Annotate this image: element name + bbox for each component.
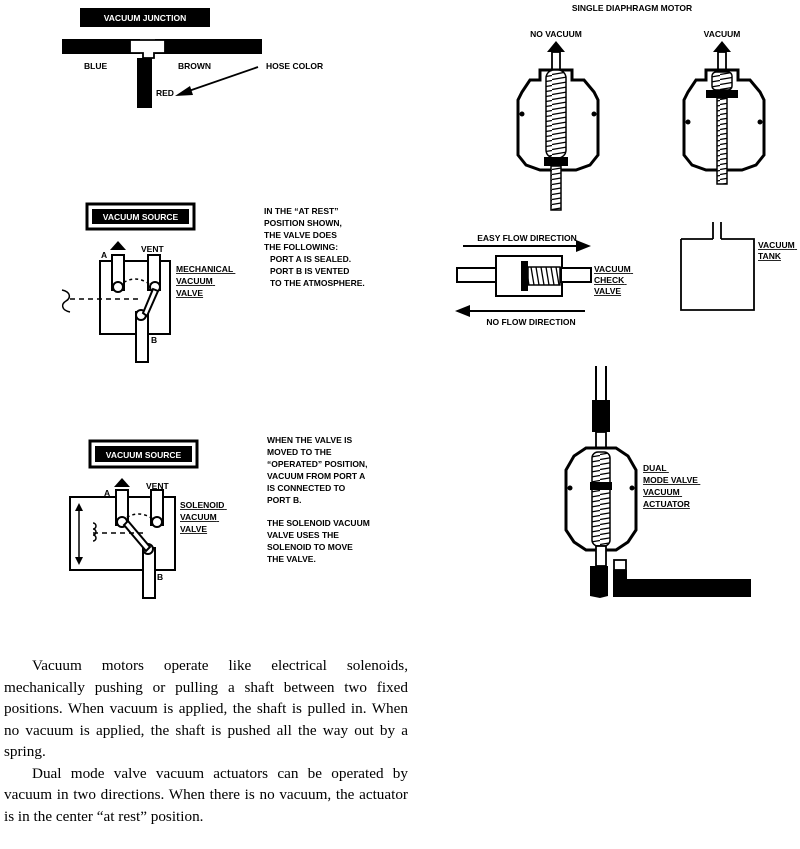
easy-flow-label: EASY FLOW DIRECTION [477, 233, 577, 243]
mechanical-vacuum-valve: VACUUM SOURCE A VENT B MECHANICAL VACUUM… [61, 202, 365, 363]
check-valve-spring [527, 266, 561, 286]
hose-color-arrowhead [175, 86, 193, 96]
vacuum-source-label: VACUUM SOURCE [106, 450, 182, 460]
return-spring [545, 69, 567, 159]
solenoid-coil-icon [92, 522, 97, 542]
body-paragraph: Dual mode valve vacuum actuators can be … [4, 764, 408, 825]
blue-hose-label: BLUE [84, 61, 107, 71]
actuator-springs [591, 451, 611, 547]
solenoid-vacuum-valve: VACUUM SOURCE A VENT B SOLENOID VACUUM V… [69, 435, 372, 599]
solenoid-valve-note: WHEN THE VALVE IS MOVED TO THE “OPERATED… [267, 435, 372, 564]
vacuum-junction-title-box [80, 8, 210, 27]
no-vacuum-arrow-icon [547, 41, 565, 52]
check-valve-name: VACUUM CHECK VALVE [594, 264, 633, 296]
hose-color-pointer [179, 66, 259, 95]
lower-right-hose [613, 570, 751, 597]
port-a-label: A [104, 488, 110, 498]
linkage-break-symbol [61, 289, 71, 313]
port-b-label: B [157, 572, 163, 582]
brown-hose [155, 39, 262, 54]
solenoid-valve-name: SOLENOID VACUUM VALVE [180, 500, 227, 534]
vacuum-junction: VACUUM JUNCTION BLUE BROWN RED HOSE COLO… [62, 8, 323, 108]
vacuum-tank-name: VACUUM TANK [758, 240, 797, 261]
tank-body [680, 238, 755, 311]
diaphragm-motor-title: SINGLE DIAPHRAGM MOTOR [572, 3, 692, 13]
blue-hose [62, 39, 140, 54]
vacuum-junction-title: VACUUM JUNCTION [104, 13, 186, 23]
check-valve-disc [521, 261, 528, 291]
mechanical-valve-note: IN THE “AT REST” POSITION SHOWN, THE VAL… [264, 206, 365, 288]
vacuum-check-valve: EASY FLOW DIRECTION NO FLOW DIRECTION VA… [455, 233, 633, 327]
hose-color-label: HOSE COLOR [266, 61, 323, 71]
motor-shaft [716, 97, 728, 185]
body-text: Vacuum motors operate like electrical so… [4, 655, 408, 827]
lower-left-hose [590, 566, 608, 598]
no-flow-label: NO FLOW DIRECTION [486, 317, 575, 327]
motor-vacuum [682, 41, 766, 185]
vacuum-tank: VACUUM TANK [680, 222, 797, 311]
port-b-tube [142, 547, 156, 599]
valve-lever [141, 287, 160, 318]
motor-shaft [550, 165, 562, 211]
vacuum-label: VACUUM [704, 29, 741, 39]
diaphragm-plate [706, 90, 738, 98]
port-b-label: B [151, 335, 157, 345]
single-diaphragm-motor: SINGLE DIAPHRAGM MOTOR NO VACUUM VACUUM [516, 3, 766, 211]
dual-mode-actuator: DUAL MODE VALVE VACUUM ACTUATOR [564, 366, 751, 598]
no-vacuum-label: NO VACUUM [530, 29, 582, 39]
inlet-tube [456, 267, 498, 283]
body-paragraph: Vacuum motors operate like electrical so… [4, 657, 408, 760]
vent-label: VENT [141, 244, 164, 254]
red-hose [137, 58, 152, 108]
red-hose-label: RED [156, 88, 174, 98]
actuator-diaphragm [590, 482, 612, 490]
vacuum-arrow-icon [110, 241, 126, 250]
vacuum-arrow-icon [114, 478, 130, 487]
mechanical-valve-name: MECHANICAL VACUUM VALVE [176, 264, 235, 298]
vacuum-arrow-icon [713, 41, 731, 52]
upper-hose-connector [592, 400, 610, 432]
vent-label: VENT [146, 481, 169, 491]
diaphragm-plate [544, 157, 568, 166]
port-a-label: A [101, 250, 107, 260]
junction-fitting [129, 39, 166, 59]
compressed-spring [711, 71, 733, 91]
motor-no-vacuum [516, 41, 600, 211]
brown-hose-label: BROWN [178, 61, 211, 71]
outlet-tube [560, 267, 592, 283]
vacuum-source-label: VACUUM SOURCE [103, 212, 179, 222]
dual-mode-actuator-name: DUAL MODE VALVE VACUUM ACTUATOR [643, 463, 700, 509]
